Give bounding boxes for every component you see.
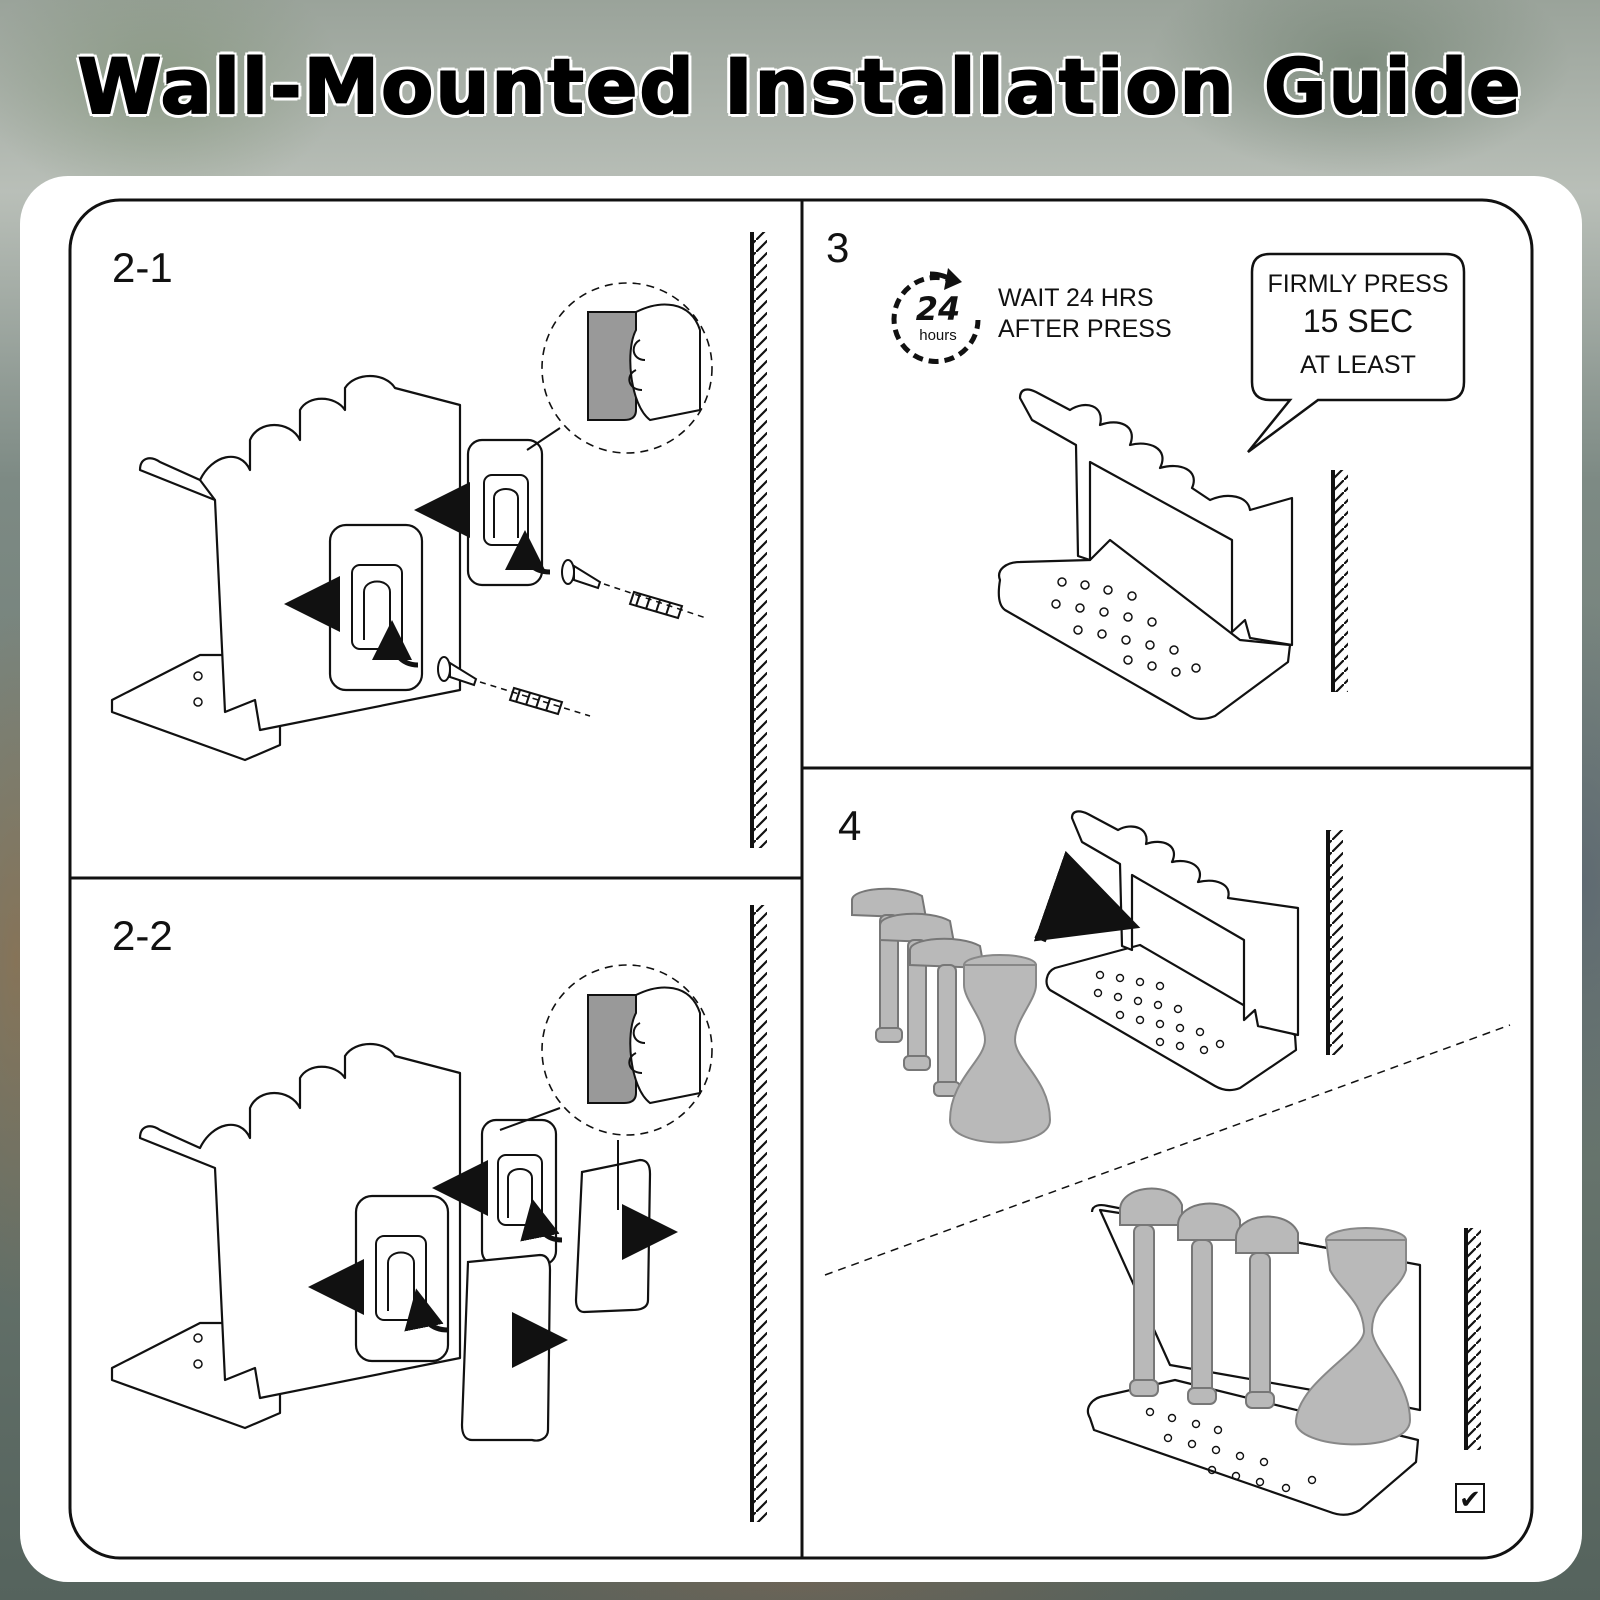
step-4-panel: 4 (824, 802, 1511, 1516)
check-mark-icon: ✔ (1455, 1483, 1485, 1515)
timer-number: 24 (916, 290, 961, 328)
wall-hatch (1464, 1228, 1481, 1450)
done-mark: ✔ (1459, 1485, 1481, 1515)
shaving-brush (948, 954, 1052, 1144)
step-2-2-label: 2-2 (112, 912, 173, 959)
shaving-brush (1294, 1227, 1412, 1446)
step-2-1-panel: 2-1 (110, 232, 767, 848)
adhesive-hook-left (354, 1194, 450, 1363)
curved-arrow-icon (520, 1198, 563, 1243)
step-3-label: 3 (826, 224, 849, 271)
curved-arrow-icon (505, 530, 551, 575)
wait-instruction-line2: AFTER PRESS (998, 315, 1172, 343)
drain-holes (1145, 1407, 1317, 1493)
curved-arrow-icon (372, 620, 419, 668)
wall-hatch (750, 905, 767, 1522)
wall-hatch (1331, 470, 1348, 692)
razors-group (851, 887, 986, 1097)
adhesive-hook-right (480, 1118, 558, 1267)
page-title: Wall-Mounted Installation Guide (76, 41, 1523, 132)
timer-24-hours-icon: 24 hours (891, 268, 981, 364)
bubble-line3: AT LEAST (1300, 351, 1416, 379)
adhesive-backing-sheet (460, 1158, 652, 1442)
drain-holes (1051, 577, 1201, 677)
timer-unit: hours (919, 327, 957, 344)
peel-detail-magnifier (526, 282, 713, 454)
razor-stand (1045, 810, 1300, 1092)
razor-stand (997, 388, 1294, 720)
bubble-line1: FIRMLY PRESS (1267, 270, 1448, 298)
press-instruction-bubble: FIRMLY PRESS 15 SEC AT LEAST (1247, 252, 1466, 454)
bubble-line2: 15 SEC (1303, 303, 1413, 339)
drain-holes (1093, 970, 1225, 1055)
step-4-label: 4 (838, 802, 861, 849)
step-2-2-panel: 2-2 (110, 905, 767, 1522)
razors-group (1119, 1187, 1299, 1409)
peel-detail-magnifier (499, 964, 713, 1136)
step-2-1-label: 2-1 (112, 244, 173, 291)
wall-hatch (1326, 830, 1343, 1055)
curved-arrow-icon (404, 1288, 449, 1333)
dashed-separator (824, 1024, 1511, 1276)
curved-arrow-icon (1033, 850, 1141, 943)
screw-and-anchor (437, 559, 684, 716)
wait-instruction-line1: WAIT 24 HRS (998, 284, 1154, 312)
wall-hatch (750, 232, 767, 848)
step-3-panel: 3 24 hours WAIT 24 HRS AFTER PRESS FIRML… (826, 224, 1466, 720)
